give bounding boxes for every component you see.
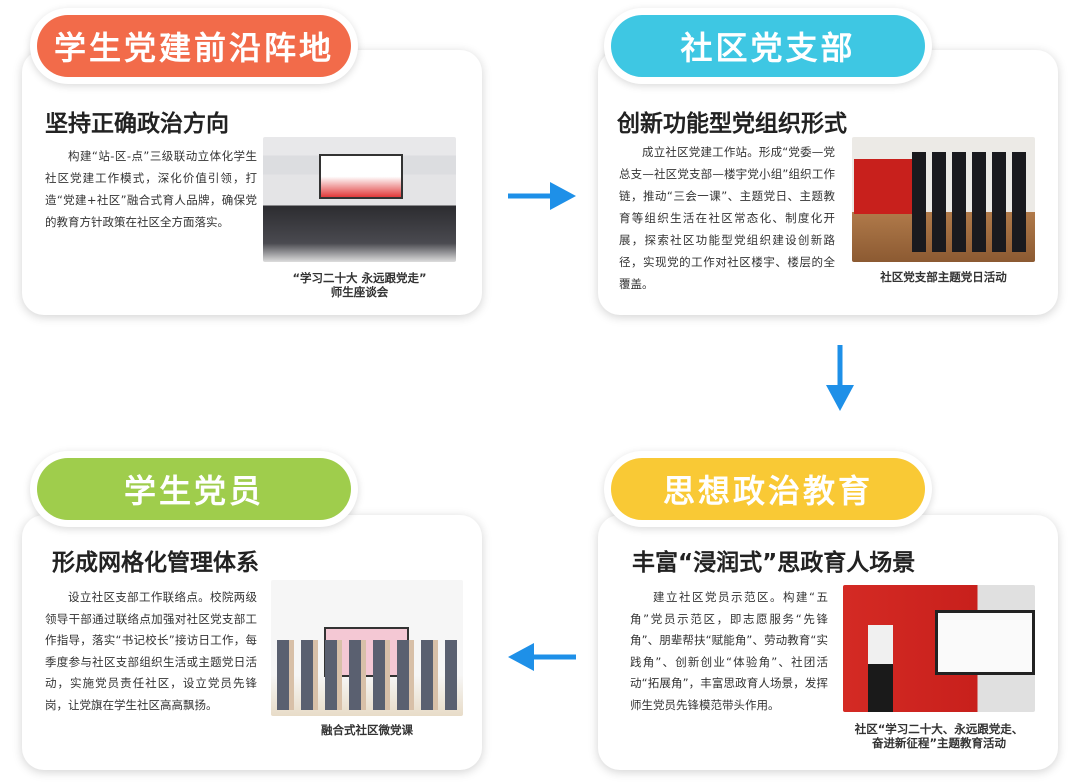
panel-3-tag-label: 学生党员 <box>37 458 351 520</box>
panel-4-photo <box>843 585 1035 712</box>
panel-4-tag-label: 思想政治教育 <box>611 458 925 520</box>
caption-line: 社区党支部主题党日活动 <box>880 270 1007 284</box>
panel-4-tag: 思想政治教育 <box>604 451 932 527</box>
panel-3-body: 设立社区支部工作联络点。校院两级领导干部通过联络点加强对社区党支部工作指导，落实… <box>45 590 257 712</box>
caption-line: 师生座谈会 <box>330 285 389 299</box>
panel-2-subtitle: 创新功能型党组织形式 <box>617 111 847 137</box>
panel-2-caption: 社区党支部主题党日活动 <box>852 270 1035 284</box>
panel-4-body: 建立社区党员示范区。构建“五角”党员示范区，即志愿服务“先锋角”、朋辈帮扶“赋能… <box>630 590 828 712</box>
panel-1-photo <box>263 137 456 262</box>
arrow-left-icon <box>508 643 576 671</box>
panel-1-photo-screen <box>319 154 403 199</box>
panel-1-subtitle: 坚持正确政治方向 <box>45 111 229 137</box>
panel-1-tag: 学生党建前沿阵地 <box>30 8 358 84</box>
panel-2-tag-label: 社区党支部 <box>611 15 925 77</box>
panel-4-photo-screen <box>935 610 1035 675</box>
panel-3-photo-people <box>277 640 457 710</box>
panel-3-photo <box>271 580 463 716</box>
caption-line: 社区“学习二十大、永远跟党走、 <box>854 722 1024 736</box>
panel-4-photo-speaker <box>868 625 893 712</box>
caption-line: 融合式社区微党课 <box>321 723 413 737</box>
panel-1-body: 构建“站-区-点”三级联动立体化学生社区党建工作模式，深化价值引领，打造“党建+… <box>45 149 257 229</box>
panel-2-photo-people <box>912 152 1032 252</box>
panel-3-subtitle: 形成网格化管理体系 <box>52 550 259 576</box>
arrow-right-icon <box>508 182 576 210</box>
arrow-down-icon <box>826 345 854 411</box>
caption-line: “学习二十大 永远跟党走” <box>292 271 427 285</box>
panel-1-tag-label: 学生党建前沿阵地 <box>37 15 351 77</box>
panel-3-tag: 学生党员 <box>30 451 358 527</box>
panel-4-caption: 社区“学习二十大、永远跟党走、奋进新征程”主题教育活动 <box>843 722 1035 750</box>
panel-3-caption: 融合式社区微党课 <box>271 723 463 737</box>
panel-2-photo <box>852 137 1035 262</box>
panel-2-tag: 社区党支部 <box>604 8 932 84</box>
panel-2-photo-flag <box>854 159 916 214</box>
caption-line: 奋进新征程”主题教育活动 <box>871 736 1007 750</box>
panel-4-subtitle: 丰富“浸润式”思政育人场景 <box>632 550 916 576</box>
panel-2-body: 成立社区党建工作站。形成“党委—党总支—社区党支部—楼宇党小组”组织工作链，推动… <box>619 145 835 291</box>
panel-1-caption: “学习二十大 永远跟党走”师生座谈会 <box>263 271 456 299</box>
